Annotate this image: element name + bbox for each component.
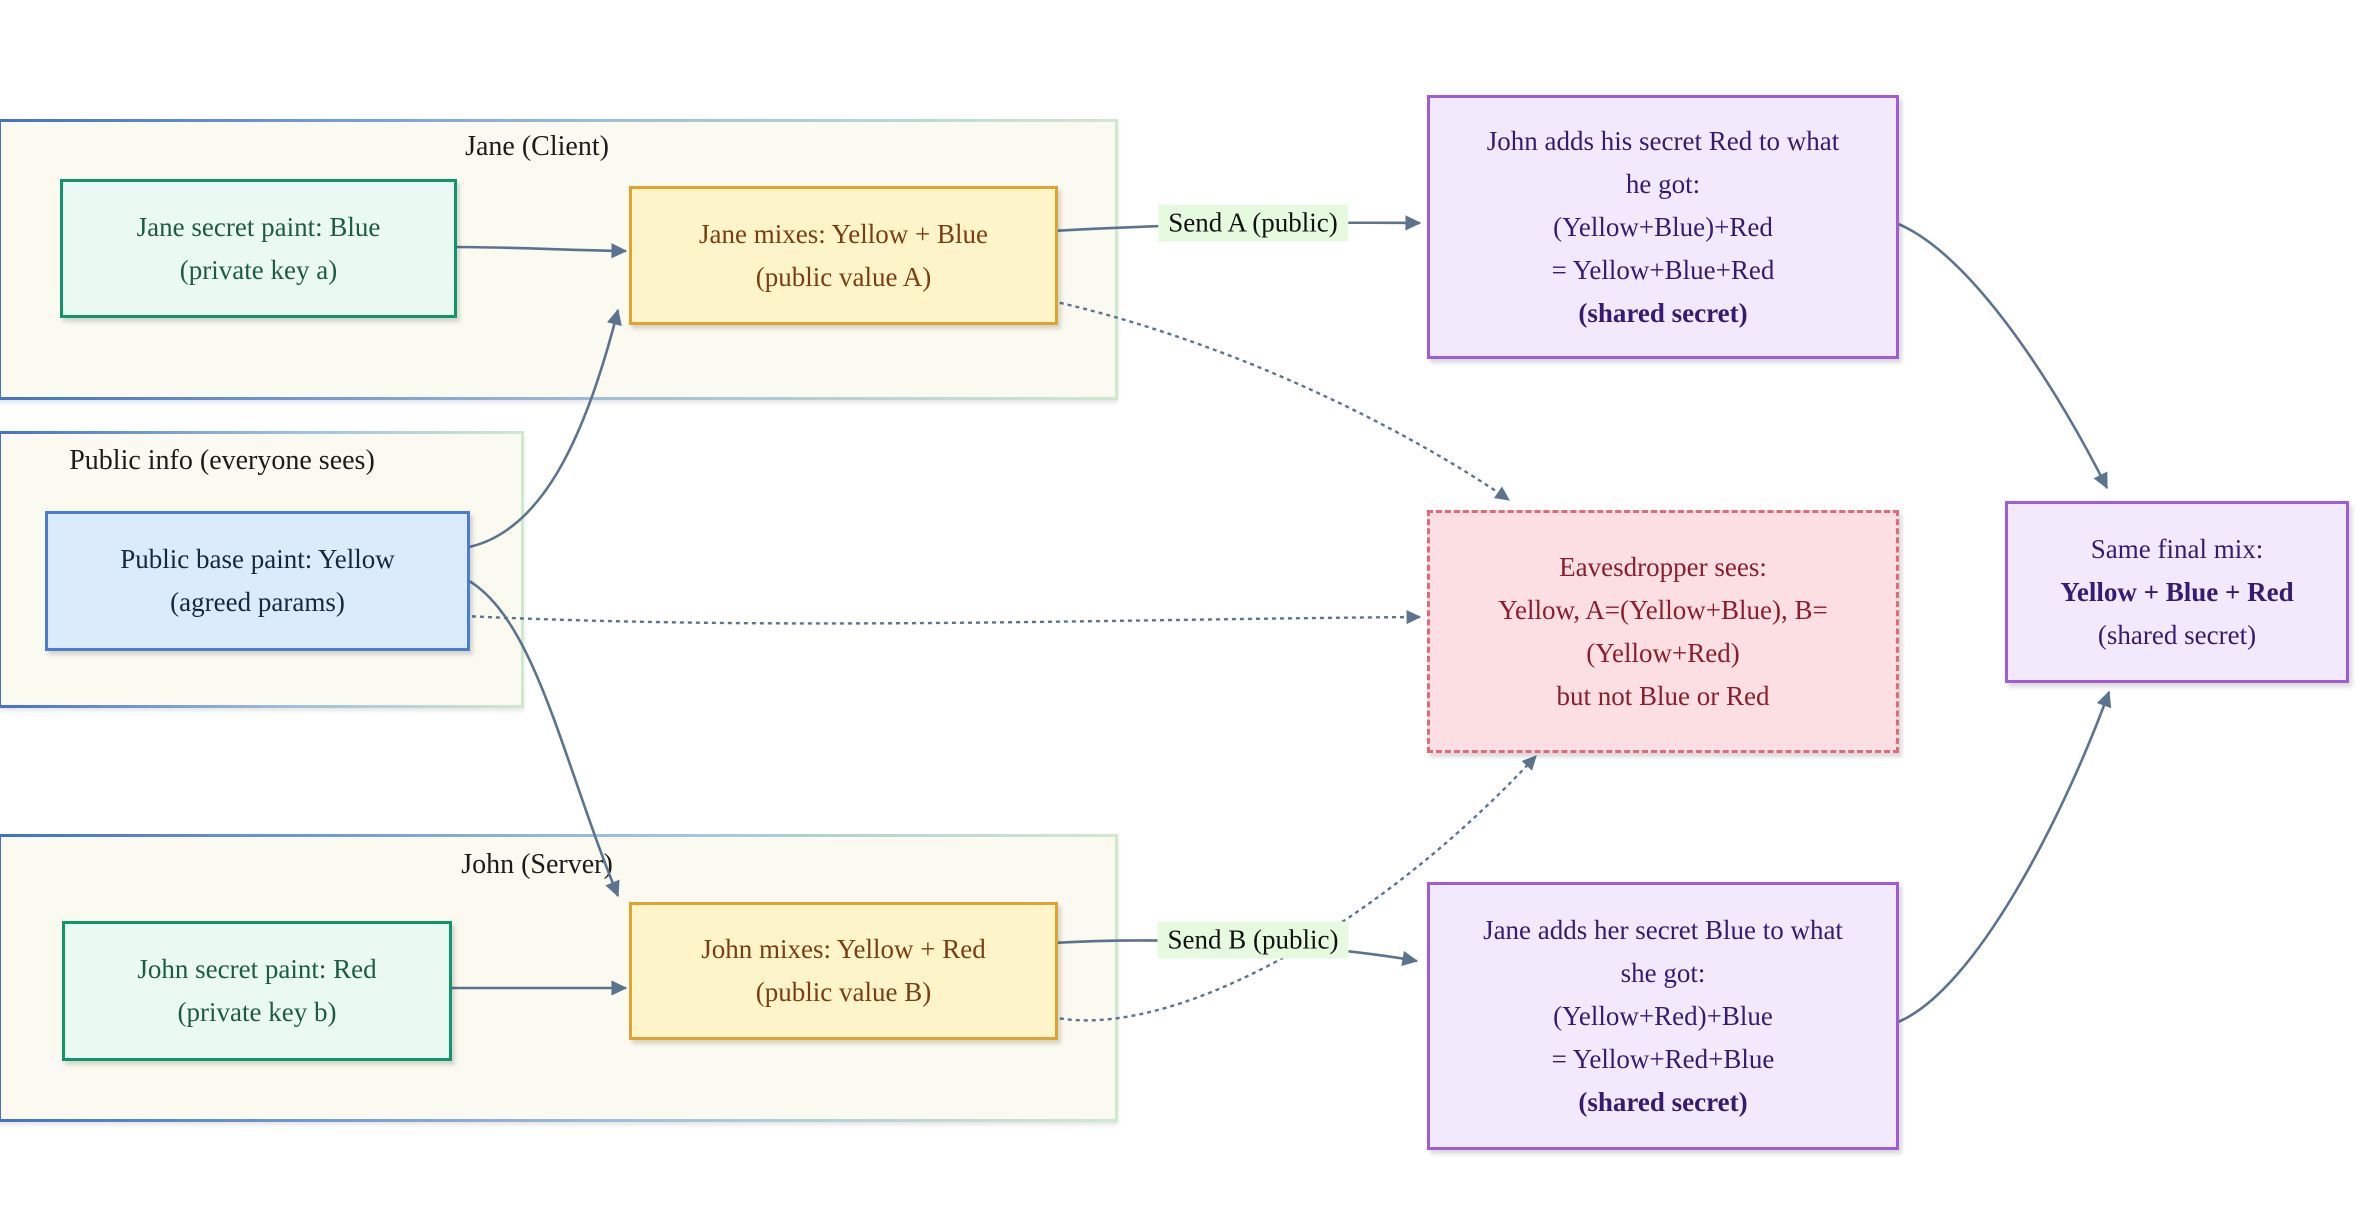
node-line: (private key b) bbox=[177, 997, 337, 1027]
cluster-title-jane-client: Jane (Client) bbox=[465, 131, 609, 162]
node-line: he got: bbox=[1625, 168, 1701, 199]
node-line: Jane secret paint: Blue bbox=[136, 211, 381, 242]
node-john-mixes: John mixes: Yellow + Red (public value B… bbox=[629, 902, 1058, 1040]
node-line: John secret paint: Red bbox=[137, 954, 377, 984]
node-john-secret: John secret paint: Red (private key b) bbox=[62, 921, 452, 1061]
node-line: (private key a) bbox=[179, 254, 338, 285]
node-line: Jane mixes: Yellow + Blue bbox=[699, 218, 988, 249]
node-line: (shared secret) bbox=[2097, 619, 2257, 650]
node-jane-adds: Jane adds her secret Blue to what she go… bbox=[1427, 882, 1899, 1150]
node-line: Jane adds her secret Blue to what bbox=[1483, 914, 1843, 945]
edge-john-mixes-to-eavesdropper bbox=[1051, 755, 1537, 1022]
node-line: (public value A) bbox=[755, 261, 932, 292]
edge-label-send-a: Send A (public) bbox=[1158, 204, 1348, 242]
edge-public-base-to-john-mixes bbox=[463, 576, 620, 898]
cluster-title-john-server: John (Server) bbox=[461, 849, 613, 880]
cluster-title-public-info: Public info (everyone sees) bbox=[69, 445, 375, 476]
node-line: = Yellow+Blue+Red bbox=[1551, 254, 1775, 285]
node-eavesdropper: Eavesdropper sees: Yellow, A=(Yellow+Blu… bbox=[1427, 510, 1899, 753]
node-line: (public value B) bbox=[755, 977, 932, 1007]
node-line: Yellow + Blue + Red bbox=[2060, 576, 2294, 607]
node-jane-secret: Jane secret paint: Blue (private key a) bbox=[60, 179, 457, 318]
node-line: Public base paint: Yellow bbox=[120, 544, 395, 574]
node-line: but not Blue or Red bbox=[1556, 680, 1770, 711]
node-line: (agreed params) bbox=[170, 587, 345, 617]
edge-jane-adds-to-final bbox=[1897, 690, 2112, 1024]
node-line: Yellow, A=(Yellow+Blue), B= bbox=[1498, 594, 1828, 625]
node-line: = Yellow+Red+Blue bbox=[1551, 1043, 1775, 1074]
node-final-mix: Same final mix: Yellow + Blue + Red (sha… bbox=[2005, 501, 2349, 683]
node-line: (shared secret) bbox=[1578, 1086, 1748, 1117]
node-line: (Yellow+Blue)+Red bbox=[1553, 211, 1773, 242]
node-line: she got: bbox=[1620, 957, 1706, 988]
edge-public-base-to-eavesdropper bbox=[463, 610, 1422, 625]
node-line: (Yellow+Red)+Blue bbox=[1553, 1000, 1773, 1031]
node-public-base: Public base paint: Yellow (agreed params… bbox=[45, 511, 470, 651]
node-line: John adds his secret Red to what bbox=[1486, 125, 1840, 156]
node-line: (shared secret) bbox=[1578, 297, 1748, 328]
node-line: Same final mix: bbox=[2090, 533, 2264, 564]
edge-jane-secret-to-jane-mixes bbox=[450, 243, 628, 259]
edge-john-adds-to-final bbox=[1895, 221, 2109, 490]
node-line: John mixes: Yellow + Red bbox=[701, 934, 986, 964]
node-john-adds: John adds his secret Red to what he got:… bbox=[1427, 95, 1899, 359]
node-jane-mixes: Jane mixes: Yellow + Blue (public value … bbox=[629, 186, 1058, 325]
edge-jane-mixes-to-eavesdropper bbox=[1051, 299, 1510, 501]
node-line: (Yellow+Red) bbox=[1586, 637, 1740, 668]
node-line: Eavesdropper sees: bbox=[1559, 551, 1767, 582]
edge-label-send-b: Send B (public) bbox=[1157, 921, 1349, 959]
edge-public-base-to-jane-mixes bbox=[463, 308, 622, 550]
